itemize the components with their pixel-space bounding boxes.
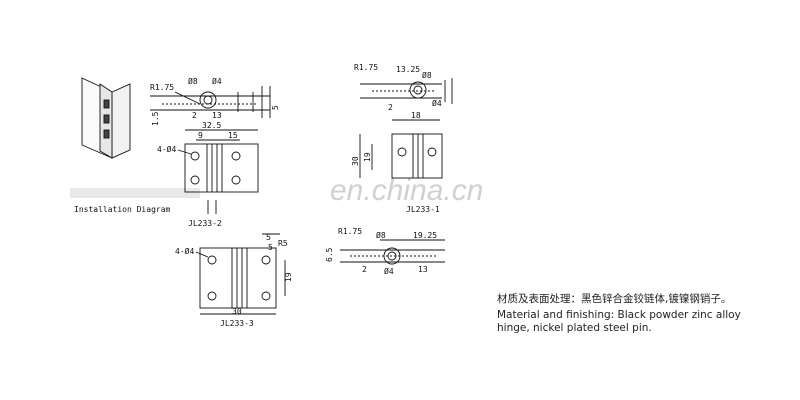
jl233-2-w32: 32.5: [202, 121, 221, 130]
side-view-t: 6.5: [325, 247, 334, 262]
side-view-dia4: Ø4: [384, 266, 394, 276]
side-view-radius: R1.75: [338, 227, 362, 236]
jl233-1-dia4: Ø4: [432, 98, 442, 108]
jl233-2-w13: 13: [212, 111, 222, 120]
side-view-w2: 2: [362, 265, 367, 274]
jl233-2-holes: 4-Ø4: [157, 144, 176, 154]
side-view-w13: 13: [418, 265, 428, 274]
jl233-2-label: JL233-2: [188, 219, 222, 228]
jl233-1-w2: 2: [388, 103, 393, 112]
installation-diagram: Installation Diagram: [70, 77, 200, 214]
jl233-3-h19: 19: [284, 272, 293, 282]
jl233-1-radius: R1.75: [354, 63, 378, 72]
jl233-1-h30: 30: [351, 156, 360, 166]
jl233-2-dia4: Ø4: [212, 76, 222, 86]
jl233-3-label: JL233-3: [220, 319, 254, 328]
side-view-drawing: R1.75 Ø8 19.25 2 13 Ø4 6.5: [325, 227, 445, 276]
jl233-2-w15: 15: [228, 131, 238, 140]
jl233-2-t15: 1.5: [151, 111, 160, 126]
jl233-2-w2: 2: [192, 111, 197, 120]
side-view-w1925: 19.25: [413, 231, 437, 240]
material-text-cn: 材质及表面处理：黑色锌合金铰链体,镀镍钢销子。: [497, 293, 732, 305]
jl233-2-dia8: Ø8: [188, 76, 198, 86]
jl233-1-w18: 18: [411, 111, 421, 120]
jl233-1-drawing: R1.75 13.25 Ø4 Ø8 2 18 30 19 JL233-1: [351, 63, 453, 214]
installation-caption: Installation Diagram: [74, 205, 171, 214]
material-text-en-1: Material and finishing: Black powder zin…: [497, 309, 741, 321]
jl233-2-w9: 9: [198, 131, 203, 140]
jl233-3-w5b: 5: [268, 243, 273, 252]
jl233-1-h19: 19: [363, 152, 372, 162]
jl233-3-r5: R5: [278, 239, 288, 248]
jl233-3-holes: 4-Ø4: [175, 246, 194, 256]
side-view-dia8: Ø8: [376, 230, 386, 240]
jl233-3-drawing: 4-Ø4 5 5 R5 19 30 JL233-3: [175, 233, 293, 328]
jl233-2-t5: 5: [271, 105, 280, 110]
jl233-3-w5a: 5: [266, 233, 271, 242]
watermark: en.china.cn: [330, 174, 483, 207]
jl233-1-w1325: 13.25: [396, 65, 420, 74]
jl233-1-label: JL233-1: [406, 205, 440, 214]
jl233-2-radius: R1.75: [150, 83, 174, 92]
material-text-en-2: hinge, nickel plated steel pin.: [497, 322, 652, 334]
jl233-1-dia8: Ø8: [422, 70, 432, 80]
jl233-2-drawing: R1.75 Ø8 Ø4 2 13 1.5 5 32.5 9 15 4-Ø4 JL…: [150, 76, 280, 228]
jl233-3-w30: 30: [232, 307, 242, 316]
